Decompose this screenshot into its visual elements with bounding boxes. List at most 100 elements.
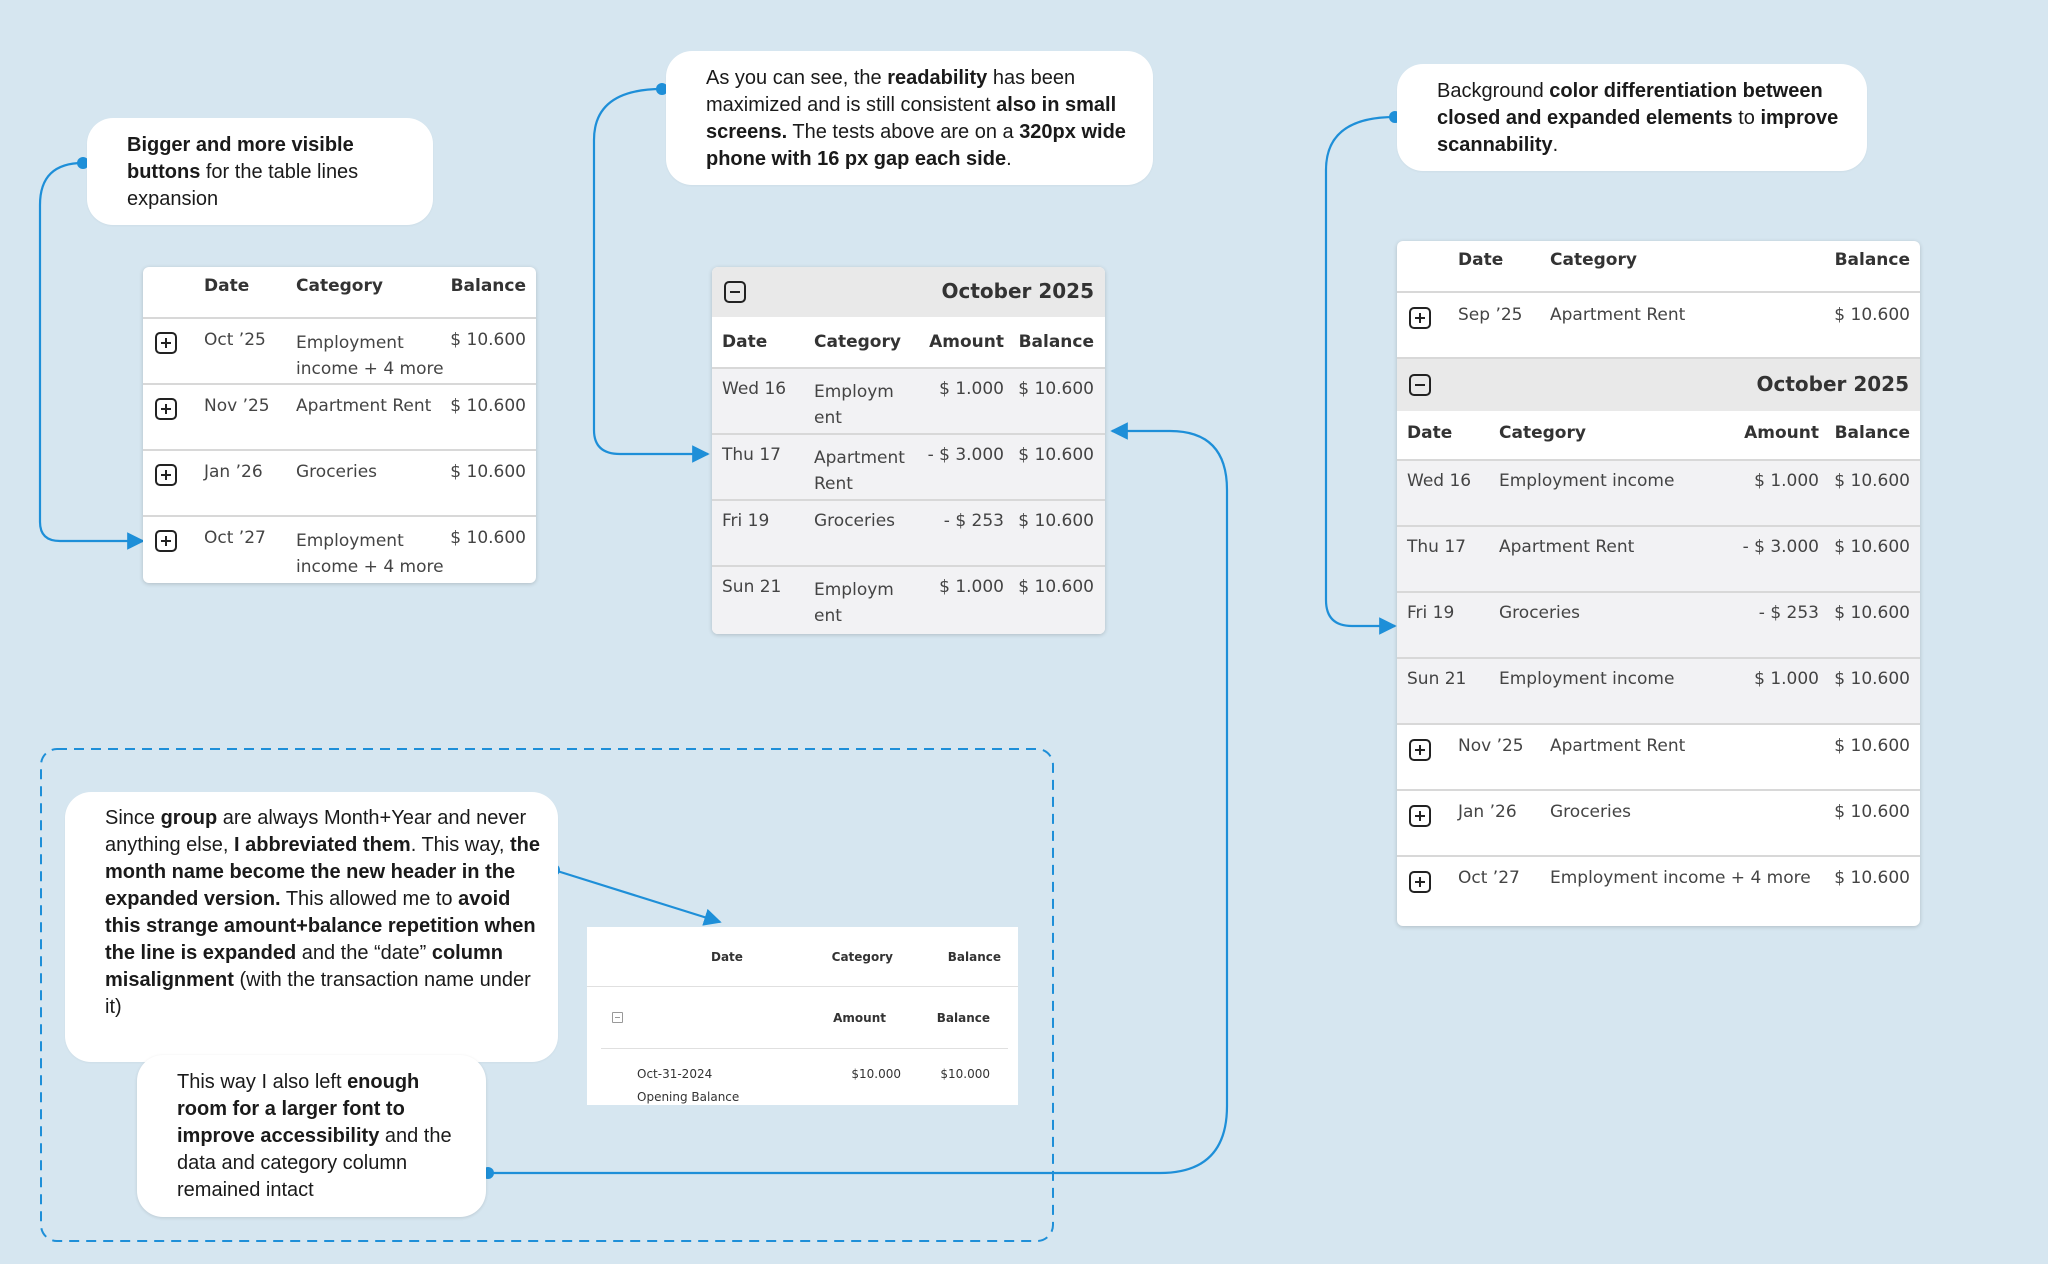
text-label: $ 10.600 — [450, 528, 526, 548]
collapse-icon[interactable] — [612, 1012, 623, 1023]
text-label: $ 10.600 — [1834, 736, 1910, 756]
text-label: October 2025 — [1756, 372, 1909, 396]
text-label: $ 10.600 — [450, 396, 526, 416]
collapse-icon[interactable] — [724, 281, 746, 303]
text-label: Category — [814, 332, 901, 352]
table-row[interactable]: Sun 21 Employment income $ 1.000 $ 10.60… — [1397, 657, 1920, 725]
text-label: to — [1732, 107, 1761, 129]
text-label: - $ 3.000 — [1742, 537, 1819, 557]
table-row[interactable]: Fri 19 Groceries - $ 253 $ 10.600 — [712, 499, 1105, 567]
text-label: Employment income — [1499, 471, 1675, 491]
table-row[interactable]: Thu 17 Apartment Rent - $ 3.000 $ 10.600 — [1397, 525, 1920, 593]
text-label: $ 1.000 — [1754, 471, 1819, 491]
note-group-abbreviation: Since group are always Month+Year and ne… — [65, 792, 558, 1062]
text-label: Sun 21 — [722, 577, 782, 597]
text-label: Apartment Rent — [814, 448, 905, 494]
text-label: Category — [296, 276, 383, 296]
text-label: Balance — [936, 1011, 990, 1025]
text-label: Balance — [947, 950, 1001, 964]
group-header[interactable]: Amount Balance — [587, 986, 1018, 1049]
text-label: Groceries — [814, 511, 896, 531]
text-label: Balance — [450, 276, 526, 296]
text-label: $ 10.600 — [1834, 802, 1910, 822]
table-row[interactable]: Sun 21 Employm ent income $ 1.000 $ 10.6… — [712, 565, 1105, 634]
text-label: and the “date” — [296, 942, 432, 964]
text-label: Balance — [1834, 250, 1910, 270]
table-row[interactable]: Sep ’25 Apartment Rent $ 10.600 — [1397, 291, 1920, 359]
table-header: Date Category Balance — [1397, 241, 1920, 291]
group-header[interactable]: October 2025 — [1397, 357, 1920, 411]
text-label: October 2025 — [941, 279, 1094, 303]
table-row[interactable]: Wed 16 Employm ent income $ 1.000 $ 10.6… — [712, 367, 1105, 454]
text-label: Fri 19 — [1407, 603, 1455, 623]
text-label: Opening Balance — [637, 1090, 740, 1104]
text-label: As you can see, the — [706, 67, 888, 89]
text-label: enough room for a larger font to improve… — [177, 1071, 420, 1147]
text-label: $10.000 — [940, 1067, 990, 1081]
text-label: has been maximized and is still consiste… — [706, 67, 1076, 116]
text-label: Wed 16 — [1407, 471, 1472, 491]
text-label: Date — [1458, 250, 1504, 270]
table-row[interactable]: Oct-31-2024 Opening Balance $10.000 $10.… — [601, 1048, 1008, 1105]
text-label: . This way, — [410, 834, 510, 856]
text-label: Apartment Rent — [1499, 537, 1635, 557]
text-label: Amount — [1744, 423, 1819, 443]
expand-icon[interactable] — [1409, 871, 1431, 893]
text-label: Oct ’27 — [204, 528, 266, 548]
table-row[interactable]: Jan ’26 Groceries $ 10.600 — [1397, 789, 1920, 857]
table-row[interactable]: Nov ’25 Apartment Rent $ 10.600 — [1397, 723, 1920, 791]
table-row[interactable]: Thu 17 Apartment Rent - $ 3.000 $ 10.600 — [712, 433, 1105, 501]
note-readability: As you can see, the readability has been… — [666, 51, 1153, 185]
table-row[interactable]: Wed 16 Employment income $ 1.000 $ 10.60… — [1397, 459, 1920, 527]
text-label: $ 10.600 — [1834, 537, 1910, 557]
text-label: improve scannability — [1437, 107, 1839, 156]
connector-group — [553, 868, 722, 926]
expanded-month-table: October 2025 Date Category Amount Balanc… — [712, 267, 1105, 634]
expand-icon[interactable] — [155, 332, 177, 354]
text-label: - $ 3.000 — [927, 445, 1004, 465]
text-label: $ 1.000 — [939, 577, 1004, 597]
text-label: Since — [105, 807, 161, 829]
text-label: Amount — [833, 1011, 886, 1025]
table-row[interactable]: Oct ’25 Employment income + 4 more $ 10.… — [143, 317, 536, 385]
collapse-icon[interactable] — [1409, 374, 1431, 396]
text-label: Background — [1437, 80, 1550, 102]
expand-icon[interactable] — [155, 398, 177, 420]
expand-icon[interactable] — [155, 530, 177, 552]
note-larger-font: This way I also left enough room for a l… — [137, 1055, 486, 1217]
text-label: Date — [1407, 423, 1453, 443]
text-label: $ 10.600 — [1834, 868, 1910, 888]
text-label: . — [1006, 148, 1012, 170]
text-label: Fri 19 — [722, 511, 770, 531]
text-label: Employm ent income — [814, 580, 894, 634]
table-row[interactable]: Nov ’25 Apartment Rent $ 10.600 — [143, 383, 536, 451]
table-row[interactable]: Jan ’26 Groceries $ 10.600 — [143, 449, 536, 517]
text-label: Oct ’25 — [204, 330, 266, 350]
expand-icon[interactable] — [1409, 307, 1431, 329]
table-row[interactable]: Fri 19 Groceries - $ 253 $ 10.600 — [1397, 591, 1920, 659]
old-version-table: Date Category Balance Amount Balance Oct… — [587, 927, 1018, 1105]
text-label: avoid this strange amount+balance repeti… — [105, 888, 536, 964]
text-label: Date — [204, 276, 250, 296]
text-label: - $ 253 — [943, 511, 1004, 531]
text-label: Oct-31-2024 — [637, 1067, 713, 1081]
expand-icon[interactable] — [1409, 739, 1431, 761]
text-label: - $ 253 — [1758, 603, 1819, 623]
text-label: Date — [722, 332, 768, 352]
text-label: Thu 17 — [1407, 537, 1466, 557]
text-label: Category — [1550, 250, 1637, 270]
text-label: Employment income + 4 more — [296, 333, 444, 379]
text-label: Apartment Rent — [1550, 736, 1686, 756]
table-row[interactable]: Oct ’27 Employment income + 4 more $ 10.… — [143, 515, 536, 583]
text-label: Jan ’26 — [204, 462, 263, 482]
note-expansion-buttons: Bigger and more visible buttons for the … — [87, 118, 433, 225]
text-label: $ 10.600 — [1018, 445, 1094, 465]
expand-icon[interactable] — [1409, 805, 1431, 827]
table-header: Date Category Balance — [587, 927, 1018, 986]
text-label: Apartment Rent — [1550, 305, 1686, 325]
group-header[interactable]: October 2025 — [712, 267, 1105, 317]
table-row[interactable]: Oct ’27 Employment income + 4 more $ 10.… — [1397, 855, 1920, 926]
text-label: group — [160, 807, 218, 829]
expand-icon[interactable] — [155, 464, 177, 486]
text-label: Groceries — [1550, 802, 1632, 822]
